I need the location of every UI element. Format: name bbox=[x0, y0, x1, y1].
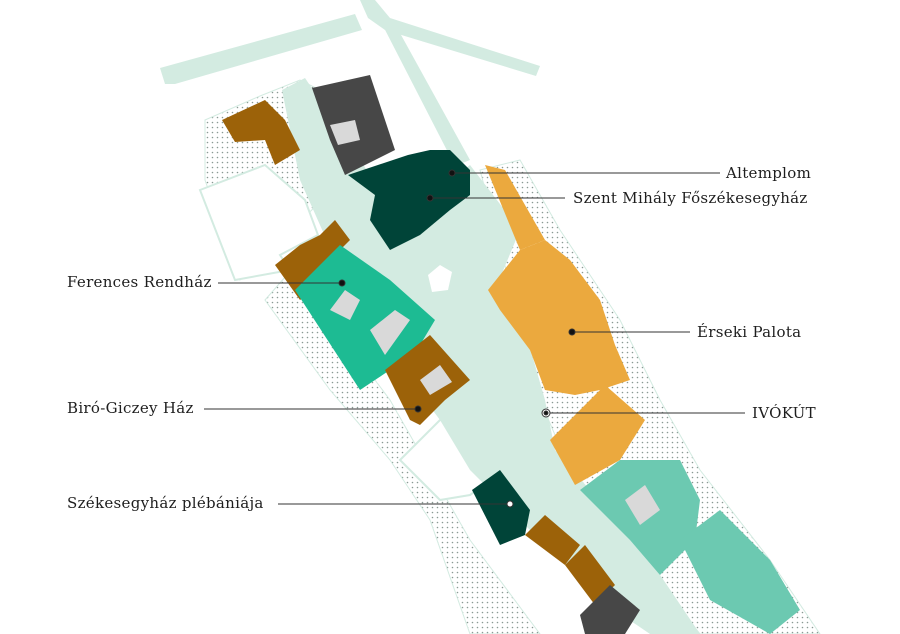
buildings bbox=[222, 75, 800, 634]
label-ivokut[interactable]: IVÓKÚT bbox=[752, 404, 816, 422]
leader-lines bbox=[204, 169, 745, 508]
label-ferences-rendhaz[interactable]: Ferences Rendház bbox=[67, 273, 212, 291]
fountain-square-shape bbox=[428, 265, 452, 292]
canal bbox=[160, 0, 540, 166]
label-erseki-palota[interactable]: Érseki Palota bbox=[697, 323, 802, 341]
label-szent-mihaly[interactable]: Szent Mihály Főszékesegyház bbox=[573, 189, 808, 207]
label-altemplom[interactable]: Altemplom bbox=[726, 164, 812, 182]
label-biro-giczey[interactable]: Biró-Giczey Ház bbox=[67, 399, 194, 417]
label-plebania[interactable]: Székesegyház plébániája bbox=[67, 494, 264, 512]
